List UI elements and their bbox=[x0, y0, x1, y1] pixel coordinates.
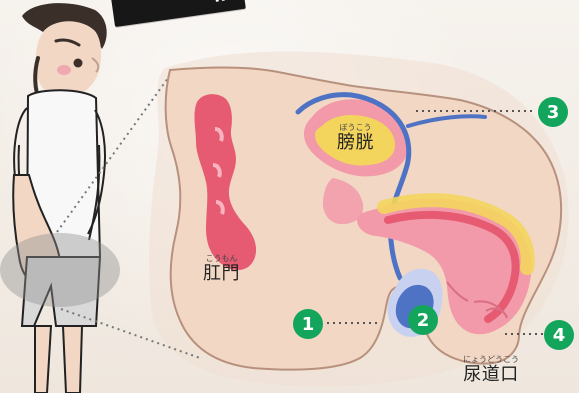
marker-3-label: 3 bbox=[547, 102, 560, 123]
marker-4: 4 bbox=[544, 320, 574, 350]
highlight-area bbox=[0, 233, 120, 307]
anus-label: こうもん 肛門 bbox=[203, 255, 240, 283]
marker-2: 2 bbox=[408, 305, 438, 335]
person-illustration bbox=[0, 3, 120, 393]
marker-3: 3 bbox=[538, 97, 568, 127]
anus-text: 肛門 bbox=[203, 265, 240, 283]
bladder-text: 膀胱 bbox=[337, 134, 374, 152]
anus-ruby: こうもん bbox=[203, 255, 240, 263]
marker-1: 1 bbox=[293, 309, 323, 339]
head bbox=[36, 21, 101, 98]
marker-4-label: 4 bbox=[553, 325, 566, 346]
bladder-label: ぼうこう 膀胱 bbox=[337, 124, 374, 152]
marker-2-label: 2 bbox=[417, 310, 430, 331]
urethral-opening-ruby: にょうどうこう bbox=[463, 356, 519, 364]
bladder-ruby: ぼうこう bbox=[337, 124, 374, 132]
urethral-opening-label: にょうどうこう 尿道口 bbox=[463, 356, 519, 384]
marker-1-label: 1 bbox=[302, 314, 315, 335]
urethral-opening-text: 尿道口 bbox=[463, 366, 519, 384]
